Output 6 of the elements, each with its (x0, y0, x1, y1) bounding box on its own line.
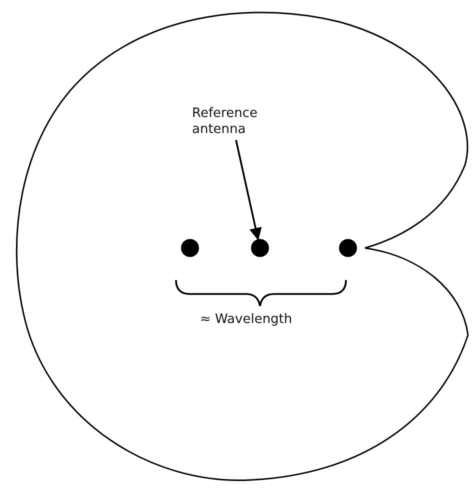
antenna-dot (251, 239, 269, 257)
arrow (235, 140, 262, 240)
callout-text: Reference antenna (192, 106, 272, 138)
antenna-dot (181, 239, 199, 257)
dimension-label: ≈ Wavelength (200, 312, 292, 328)
antenna-dot (339, 239, 357, 257)
